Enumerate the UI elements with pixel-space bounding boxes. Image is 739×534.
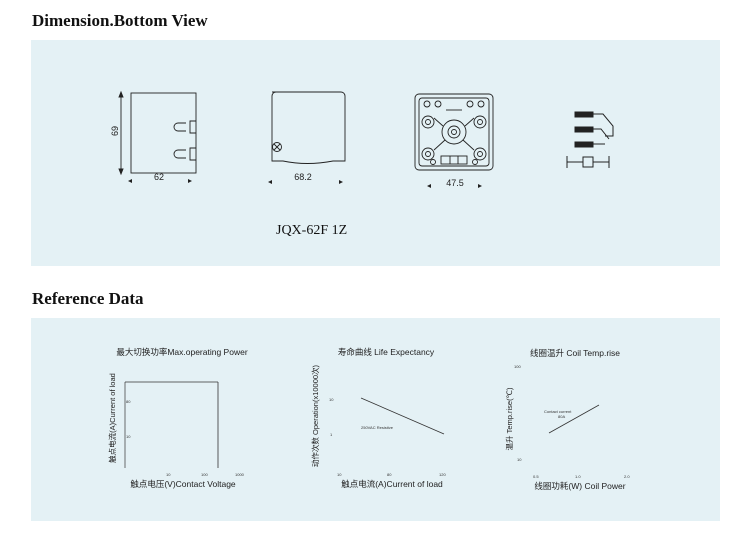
life-curve (360, 397, 445, 435)
power-x-label: 触点电压(V)Contact Voltage (130, 479, 236, 489)
bottom-width-arrow-left (427, 184, 431, 188)
temp-ytick-1: 100 (514, 364, 521, 369)
reference-heading: Reference Data (32, 289, 144, 308)
life-annotation: 250VAC Resistive (361, 425, 394, 430)
life-ytick-2: 1 (330, 432, 333, 437)
temp-xtick-3: 2.0 (624, 474, 630, 479)
top-width-label: 68.2 (294, 172, 312, 182)
wiring-schematic (566, 111, 614, 168)
model-label: JQX-62F 1Z (276, 223, 348, 238)
dimension-panel (31, 40, 720, 266)
temp-chart: 线圈温升 Coil Temp.rise Contact current 80A … (505, 348, 630, 491)
width-label: 62 (154, 172, 164, 182)
power-chart: 最大切换功率Max.operating Power 80 10 10 100 1… (107, 347, 248, 489)
power-y-label: 触点电流(A)Current of load (107, 373, 117, 463)
power-ytick-1: 80 (126, 399, 131, 404)
top-view-drawing (271, 91, 346, 164)
bottom-view-drawing (414, 93, 494, 171)
temp-xtick-1: 0.5 (533, 474, 539, 479)
side-view-drawing (118, 90, 197, 183)
life-chart-title: 寿命曲线 Life Expectancy (338, 347, 435, 357)
power-chart-title: 最大切换功率Max.operating Power (116, 347, 247, 357)
top-width-arrow-right (339, 180, 343, 184)
power-ytick-2: 10 (126, 434, 131, 439)
temp-annotation-1: Contact current (544, 409, 572, 414)
power-xtick-3: 1000 (235, 472, 245, 477)
reference-panel (31, 318, 720, 521)
temp-y-label: 温升 Temp.rise(℃) (505, 387, 514, 451)
temp-ytick-2: 10 (517, 457, 522, 462)
power-xtick-2: 100 (201, 472, 208, 477)
power-xtick-1: 10 (166, 472, 171, 477)
bottom-width-label: 47.5 (446, 178, 464, 188)
life-xtick-1: 10 (337, 472, 342, 477)
top-width-arrow-left (268, 180, 272, 184)
life-chart: 寿命曲线 Life Expectancy 250VAC Resistive 10… (310, 347, 446, 489)
temp-chart-title: 线圈温升 Coil Temp.rise (530, 348, 620, 358)
life-xtick-3: 120 (439, 472, 446, 477)
life-y-label: 动作次数 Operation(x10000次) (310, 364, 320, 467)
temp-curve (548, 404, 600, 434)
life-ytick-1: 10 (329, 397, 334, 402)
temp-xtick-2: 1.0 (575, 474, 581, 479)
temp-annotation-2: 80A (558, 414, 565, 419)
height-label: 69 (110, 126, 120, 136)
dimension-heading: Dimension.Bottom View (32, 11, 208, 30)
temp-x-label: 线圈功耗(W) Coil Power (534, 481, 625, 491)
life-xtick-2: 80 (387, 472, 392, 477)
bottom-width-arrow-right (478, 184, 482, 188)
life-x-label: 触点电流(A)Current of load (341, 479, 443, 489)
